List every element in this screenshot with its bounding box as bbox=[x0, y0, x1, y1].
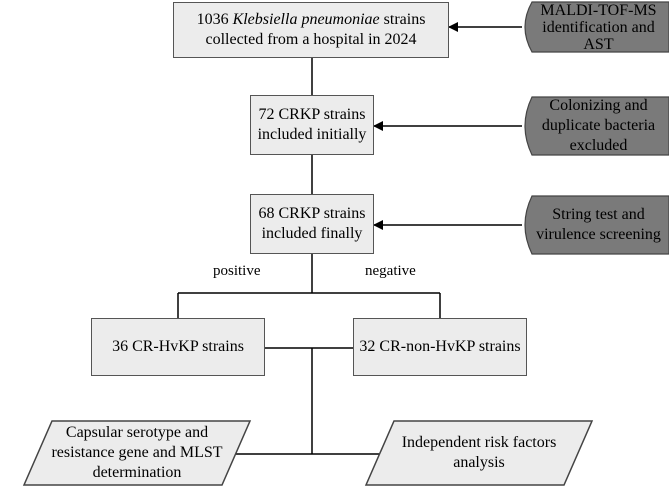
hvkp-label: 36 CR-HvKP strains bbox=[112, 338, 244, 355]
maldi-line3: AST bbox=[583, 35, 614, 53]
string-test-line2: virulence screening bbox=[536, 226, 661, 243]
risk-line2: factors analysis bbox=[453, 434, 557, 471]
side-note-colonizing: Colonizing and duplicate bacteria exclud… bbox=[528, 97, 669, 155]
branch-label-positive: positive bbox=[213, 263, 261, 279]
colonizing-line1: Colonizing and bbox=[549, 97, 648, 114]
collected-line2: collected from a hospital in 2024 bbox=[205, 31, 417, 48]
box-collected-strains: 1036 Klebsiella pneumoniae strains colle… bbox=[173, 2, 449, 58]
string-test-line1: String test and bbox=[552, 206, 645, 223]
colonizing-line2: duplicate bacteria bbox=[541, 117, 656, 134]
colonizing-line3: excluded bbox=[569, 137, 628, 154]
side-note-maldi: MALDI-TOF-MS identification and AST bbox=[528, 1, 669, 53]
box-hvkp-strains: 36 CR-HvKP strains bbox=[91, 318, 265, 376]
initial-line2: included initially bbox=[257, 126, 367, 143]
final-line2: included finally bbox=[261, 225, 363, 242]
side-shape-maldi bbox=[524, 1, 669, 53]
side-shape-string-test bbox=[524, 195, 669, 255]
final-line1: 68 CRKP strains bbox=[258, 205, 366, 222]
initial-line1: 72 CRKP strains bbox=[258, 106, 366, 123]
risk-line1: Independent risk bbox=[401, 434, 509, 451]
side-shape-colonizing bbox=[524, 96, 669, 156]
side-note-string-test: String test and virulence screening bbox=[528, 196, 669, 254]
collected-strains-word: strains bbox=[383, 11, 426, 28]
capsular-line1: Capsular serotype and bbox=[65, 424, 209, 441]
maldi-line1: MALDI-TOF-MS bbox=[540, 1, 657, 19]
box-nonhvkp-strains: 32 CR-non-HvKP strains bbox=[353, 318, 527, 376]
box-final-strains: 68 CRKP strains included finally bbox=[250, 194, 374, 254]
nonhvkp-label: 32 CR-non-HvKP strains bbox=[359, 338, 521, 355]
capsular-line2: resistance gene and bbox=[51, 444, 176, 461]
collected-count: 1036 bbox=[196, 11, 229, 28]
capsular-line3: MLST determination bbox=[92, 444, 223, 481]
collected-line1: 1036 Klebsiella pneumoniae strains bbox=[197, 10, 426, 30]
output-capsular: Capsular serotype and resistance gene an… bbox=[40, 421, 234, 485]
output-shape-risk bbox=[364, 420, 594, 486]
box-initial-strains: 72 CRKP strains included initially bbox=[250, 95, 374, 155]
branch-label-negative: negative bbox=[365, 263, 416, 279]
collected-species: Klebsiella pneumoniae bbox=[232, 11, 380, 28]
maldi-line2: identification and bbox=[542, 18, 655, 36]
output-risk: Independent risk factors analysis bbox=[382, 421, 576, 485]
output-shape-capsular bbox=[22, 420, 252, 486]
